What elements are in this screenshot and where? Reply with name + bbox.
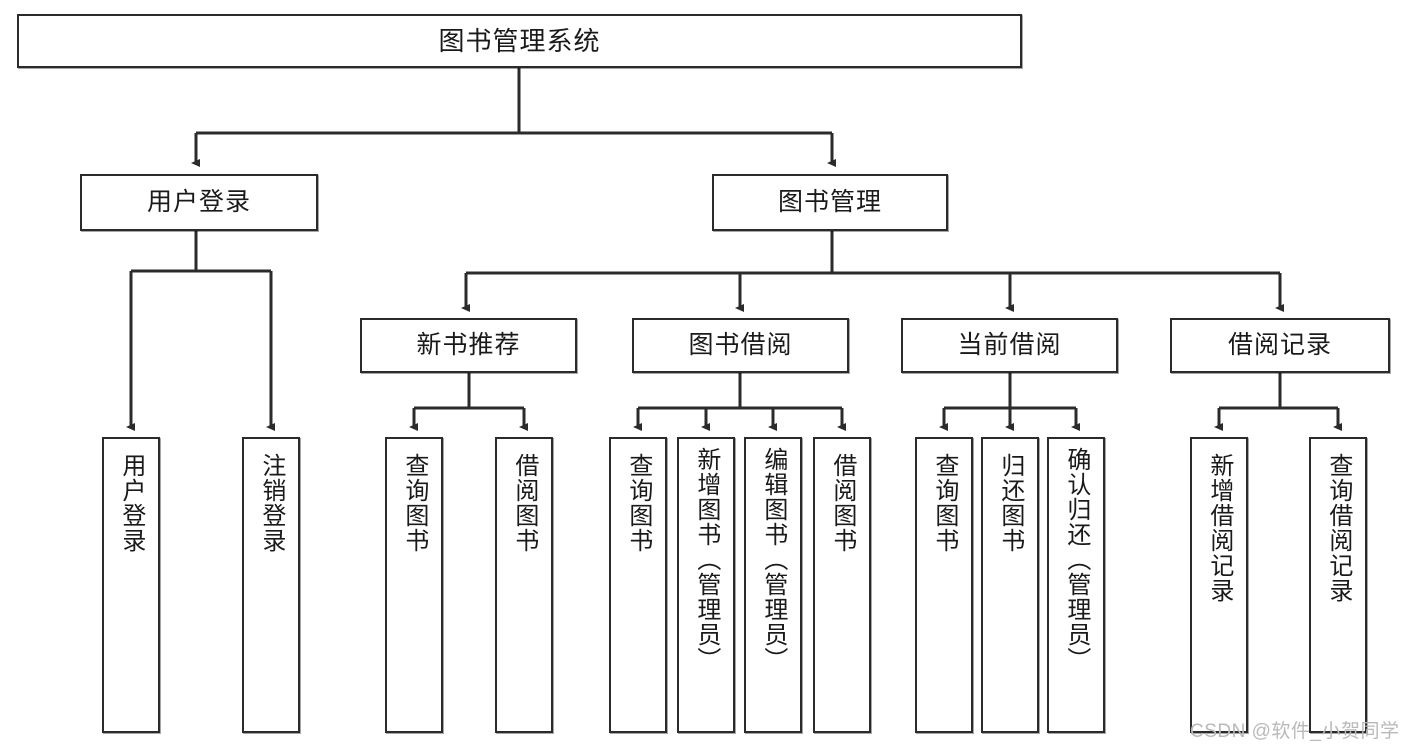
leaf-recommend-query-book-label: 查询图书 bbox=[400, 453, 428, 553]
node-book-borrow[interactable]: 图书借阅 bbox=[632, 318, 849, 373]
node-current-borrow[interactable]: 当前借阅 bbox=[901, 318, 1118, 373]
leaf-recommend-query-book[interactable]: 查询图书 bbox=[385, 437, 443, 733]
leaf-recommend-borrow-book-label: 借阅图书 bbox=[510, 453, 538, 553]
leaf-record-query-borrow-record[interactable]: 查询借阅记录 bbox=[1309, 437, 1367, 733]
leaf-current-return-book[interactable]: 归还图书 bbox=[981, 437, 1039, 733]
leaf-borrow-add-book-admin-label: 新增图书（管理员） bbox=[692, 447, 720, 672]
leaf-record-add-borrow-record-label: 新增借阅记录 bbox=[1205, 453, 1233, 603]
leaf-current-confirm-return-admin-label: 确认归还（管理员） bbox=[1062, 447, 1090, 672]
node-new-book-recommend[interactable]: 新书推荐 bbox=[360, 318, 577, 373]
node-new-book-recommend-label: 新书推荐 bbox=[416, 330, 521, 359]
leaf-borrow-query-book-label: 查询图书 bbox=[624, 453, 652, 553]
leaf-user-logout-label: 注销登录 bbox=[257, 453, 285, 553]
leaf-borrow-edit-book-admin[interactable]: 编辑图书（管理员） bbox=[744, 437, 802, 733]
node-root-label: 图书管理系统 bbox=[438, 25, 601, 56]
leaf-user-login-label: 用户登录 bbox=[117, 453, 145, 553]
leaf-borrow-borrow-book-label: 借阅图书 bbox=[828, 453, 856, 553]
node-book-management-label: 图书管理 bbox=[777, 187, 882, 216]
node-current-borrow-label: 当前借阅 bbox=[957, 330, 1062, 359]
node-book-management[interactable]: 图书管理 bbox=[712, 174, 948, 231]
node-root-system[interactable]: 图书管理系统 bbox=[17, 14, 1022, 68]
leaf-borrow-edit-book-admin-label: 编辑图书（管理员） bbox=[759, 447, 787, 672]
leaf-current-query-book-label: 查询图书 bbox=[930, 453, 958, 553]
leaf-borrow-borrow-book[interactable]: 借阅图书 bbox=[813, 437, 871, 733]
leaf-recommend-borrow-book[interactable]: 借阅图书 bbox=[495, 437, 553, 733]
leaf-user-logout[interactable]: 注销登录 bbox=[242, 437, 300, 733]
leaf-current-query-book[interactable]: 查询图书 bbox=[915, 437, 973, 733]
node-borrow-record-label: 借阅记录 bbox=[1227, 330, 1332, 359]
leaf-current-confirm-return-admin[interactable]: 确认归还（管理员） bbox=[1047, 437, 1105, 733]
node-borrow-record[interactable]: 借阅记录 bbox=[1170, 318, 1390, 373]
leaf-record-query-borrow-record-label: 查询借阅记录 bbox=[1324, 453, 1352, 603]
leaf-user-login[interactable]: 用户登录 bbox=[102, 437, 160, 733]
leaf-current-return-book-label: 归还图书 bbox=[996, 453, 1024, 553]
csdn-watermark: CSDN @软件_小贺同学 bbox=[1190, 721, 1400, 742]
node-book-borrow-label: 图书借阅 bbox=[688, 330, 793, 359]
node-user-login-label: 用户登录 bbox=[146, 187, 251, 216]
leaf-borrow-query-book[interactable]: 查询图书 bbox=[609, 437, 667, 733]
leaf-borrow-add-book-admin[interactable]: 新增图书（管理员） bbox=[677, 437, 735, 733]
leaf-record-add-borrow-record[interactable]: 新增借阅记录 bbox=[1190, 437, 1248, 733]
node-user-login[interactable]: 用户登录 bbox=[80, 174, 318, 231]
